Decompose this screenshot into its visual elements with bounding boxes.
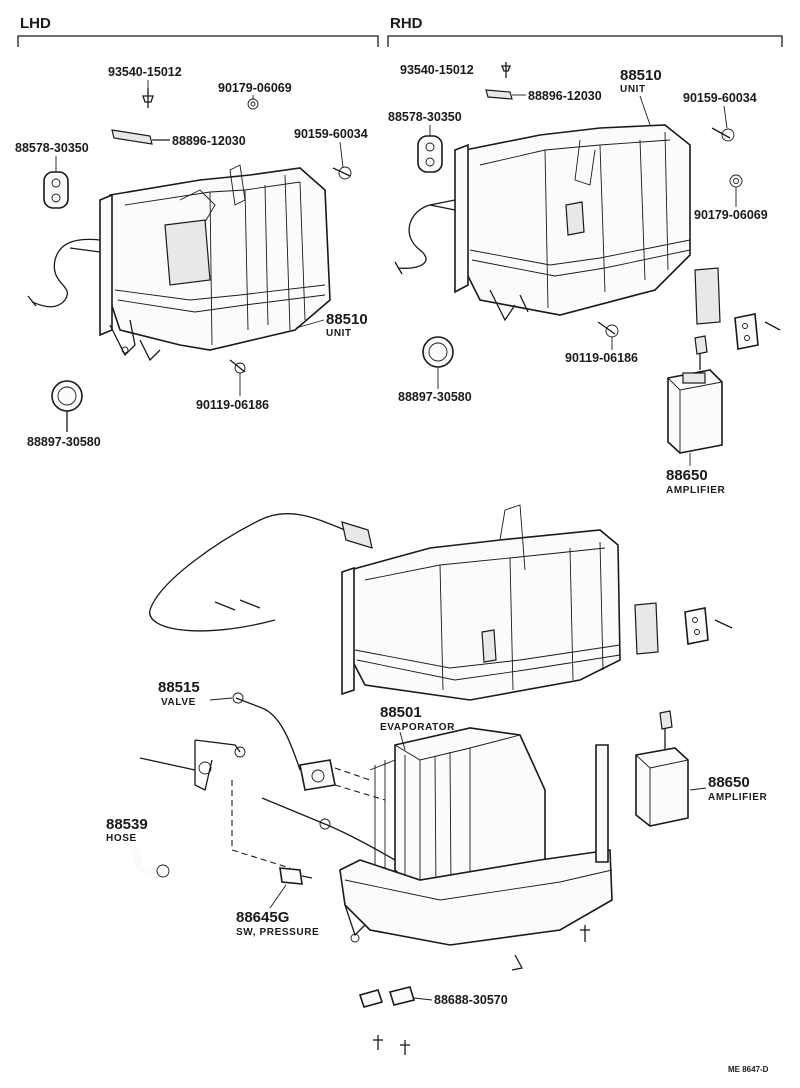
label-88578-30350-lhd: 88578-30350 bbox=[15, 141, 89, 155]
label-88510-unit-rhd: UNIT bbox=[620, 84, 646, 95]
label-90159-60034-rhd: 90159-60034 bbox=[683, 91, 757, 105]
lhd-section-header: LHD bbox=[17, 15, 379, 47]
lhd-labels: 93540-15012 90179-06069 88896-12030 8857… bbox=[15, 65, 368, 449]
label-88645g: 88645G bbox=[236, 909, 289, 926]
lower-labels: 88515 VALVE 88501 EVAPORATOR 88650 AMPLI… bbox=[106, 679, 767, 1007]
evaporator-core bbox=[369, 727, 546, 896]
label-88515-valve: VALVE bbox=[161, 697, 196, 708]
label-90159-60034-lhd: 90159-60034 bbox=[294, 127, 368, 141]
label-88539: 88539 bbox=[106, 816, 148, 833]
label-90179-06069-rhd: 90179-06069 bbox=[694, 208, 768, 222]
rhd-small-parts bbox=[417, 62, 781, 454]
lower-side-parts bbox=[634, 602, 733, 655]
label-88688-30570: 88688-30570 bbox=[434, 993, 508, 1007]
lhd-bracket bbox=[17, 35, 379, 47]
label-88896-12030-lhd: 88896-12030 bbox=[172, 134, 246, 148]
label-88515: 88515 bbox=[158, 679, 200, 696]
rhd-cooling-unit bbox=[394, 124, 691, 322]
pipe-assembly bbox=[139, 739, 291, 869]
label-93540-15012-rhd: 93540-15012 bbox=[400, 63, 474, 77]
label-90119-06186-rhd: 90119-06186 bbox=[565, 351, 638, 365]
rhd-bracket bbox=[387, 35, 783, 47]
label-90119-06186-lhd: 90119-06186 bbox=[196, 398, 269, 412]
rhd-labels: 93540-15012 88896-12030 88510 UNIT 88578… bbox=[388, 63, 768, 496]
clamps-and-screws bbox=[358, 986, 416, 1055]
lhd-label: LHD bbox=[20, 15, 51, 32]
label-88897-30580-lhd: 88897-30580 bbox=[27, 435, 101, 449]
lower-upper-housing bbox=[149, 504, 621, 701]
label-88501-evaporator: EVAPORATOR bbox=[380, 722, 455, 733]
label-88578-30350-rhd: 88578-30350 bbox=[388, 110, 462, 124]
label-88896-12030-rhd: 88896-12030 bbox=[528, 89, 602, 103]
reference-code: ME 8647-D bbox=[728, 1065, 769, 1074]
label-88650-lower: 88650 bbox=[708, 774, 750, 791]
label-93540-15012-lhd: 93540-15012 bbox=[108, 65, 182, 79]
lhd-cooling-unit bbox=[27, 164, 331, 362]
label-88510-unit-lhd: UNIT bbox=[326, 328, 352, 339]
pressure-switch-part bbox=[279, 867, 313, 885]
label-88645g-sw-pressure: SW, PRESSURE bbox=[236, 927, 319, 938]
label-88650-amplifier-rhd: AMPLIFIER bbox=[666, 485, 725, 496]
label-88501: 88501 bbox=[380, 704, 422, 721]
label-88897-30580-rhd: 88897-30580 bbox=[398, 390, 472, 404]
label-88650-amplifier-lower: AMPLIFIER bbox=[708, 792, 767, 803]
label-88510-lhd: 88510 bbox=[326, 311, 368, 328]
label-90179-06069-lhd: 90179-06069 bbox=[218, 81, 292, 95]
label-88539-hose: HOSE bbox=[106, 833, 137, 844]
label-88650-rhd: 88650 bbox=[666, 467, 708, 484]
rhd-label: RHD bbox=[390, 15, 423, 32]
lhd-small-parts bbox=[43, 88, 352, 432]
lower-case bbox=[339, 744, 613, 971]
rhd-section-header: RHD bbox=[387, 15, 783, 47]
label-88510-rhd: 88510 bbox=[620, 67, 662, 84]
lower-amplifier-part bbox=[635, 710, 689, 827]
expansion-valve-assembly bbox=[232, 692, 396, 861]
hose-part bbox=[108, 834, 170, 878]
